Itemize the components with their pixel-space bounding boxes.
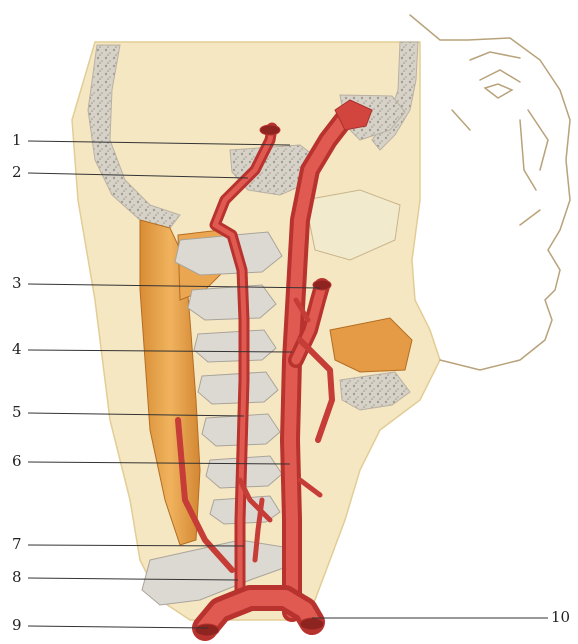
label-2: 2	[12, 165, 22, 180]
label-5: 5	[12, 405, 22, 420]
face-profile	[410, 15, 570, 370]
label-10: 10	[551, 610, 570, 625]
label-8: 8	[12, 570, 22, 585]
label-9: 9	[12, 618, 22, 633]
label-1: 1	[12, 133, 22, 148]
label-3: 3	[12, 276, 22, 291]
label-6: 6	[12, 454, 22, 469]
label-7: 7	[12, 537, 22, 552]
label-4: 4	[12, 342, 22, 357]
